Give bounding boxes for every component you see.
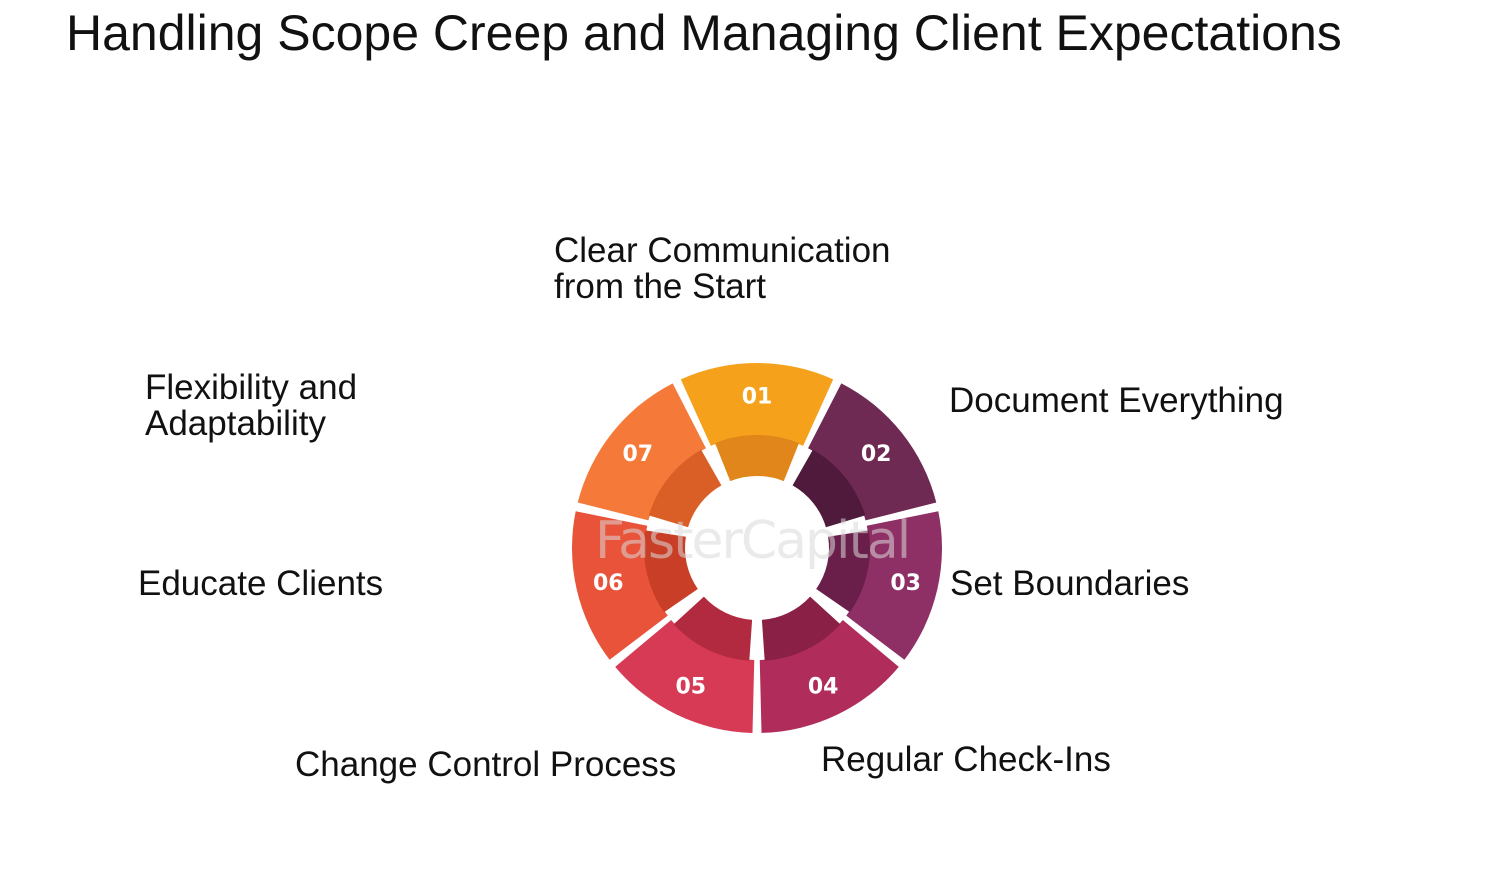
step-label-line: Document Everything <box>949 381 1284 420</box>
step-label-06: Educate Clients <box>138 566 383 602</box>
step-label-05: Change Control Process <box>295 747 676 783</box>
segment-number-07: 07 <box>622 442 653 467</box>
segment-04 <box>759 619 899 733</box>
wheel-center <box>686 477 828 619</box>
step-label-line: from the Start <box>554 267 767 306</box>
step-label-line: Adaptability <box>145 404 326 443</box>
segment-inner-07 <box>648 449 722 528</box>
segment-number-03: 03 <box>890 571 921 596</box>
step-label-02: Document Everything <box>949 383 1284 419</box>
segment-inner-06 <box>644 530 698 613</box>
segment-inner-01 <box>715 434 799 482</box>
segment-inner-02 <box>792 449 866 528</box>
watermark-text: FasterCapital <box>595 511 909 571</box>
wheel-segments: 01 02 03 04 05 06 07 <box>572 363 942 733</box>
step-label-line: Regular Check-Ins <box>821 740 1111 779</box>
segment-number-04: 04 <box>808 674 839 699</box>
page-title: Handling Scope Creep and Managing Client… <box>66 5 1342 61</box>
segment-03 <box>846 511 942 660</box>
step-label-line: Set Boundaries <box>950 564 1190 603</box>
step-label-line: Clear Communication <box>554 231 891 270</box>
segment-inner-05 <box>673 596 753 661</box>
segment-inner-04 <box>761 596 841 661</box>
step-label-line: Flexibility and <box>145 368 358 407</box>
step-label-03: Set Boundaries <box>950 566 1189 602</box>
segment-01 <box>680 363 834 446</box>
segment-number-01: 01 <box>742 385 773 410</box>
step-label-line: Change Control Process <box>295 745 677 784</box>
segment-number-06: 06 <box>593 571 624 596</box>
step-label-07: Flexibility and Adaptability <box>145 370 357 442</box>
segment-number-02: 02 <box>861 442 892 467</box>
step-label-04: Regular Check-Ins <box>821 742 1111 778</box>
segment-inner-03 <box>816 530 870 613</box>
step-label-01: Clear Communication from the Start <box>554 233 891 305</box>
segment-07 <box>577 383 706 521</box>
segment-06 <box>572 511 668 660</box>
segment-number-05: 05 <box>675 674 706 699</box>
segment-02 <box>808 383 937 521</box>
step-label-line: Educate Clients <box>138 564 384 603</box>
segment-05 <box>615 619 755 733</box>
